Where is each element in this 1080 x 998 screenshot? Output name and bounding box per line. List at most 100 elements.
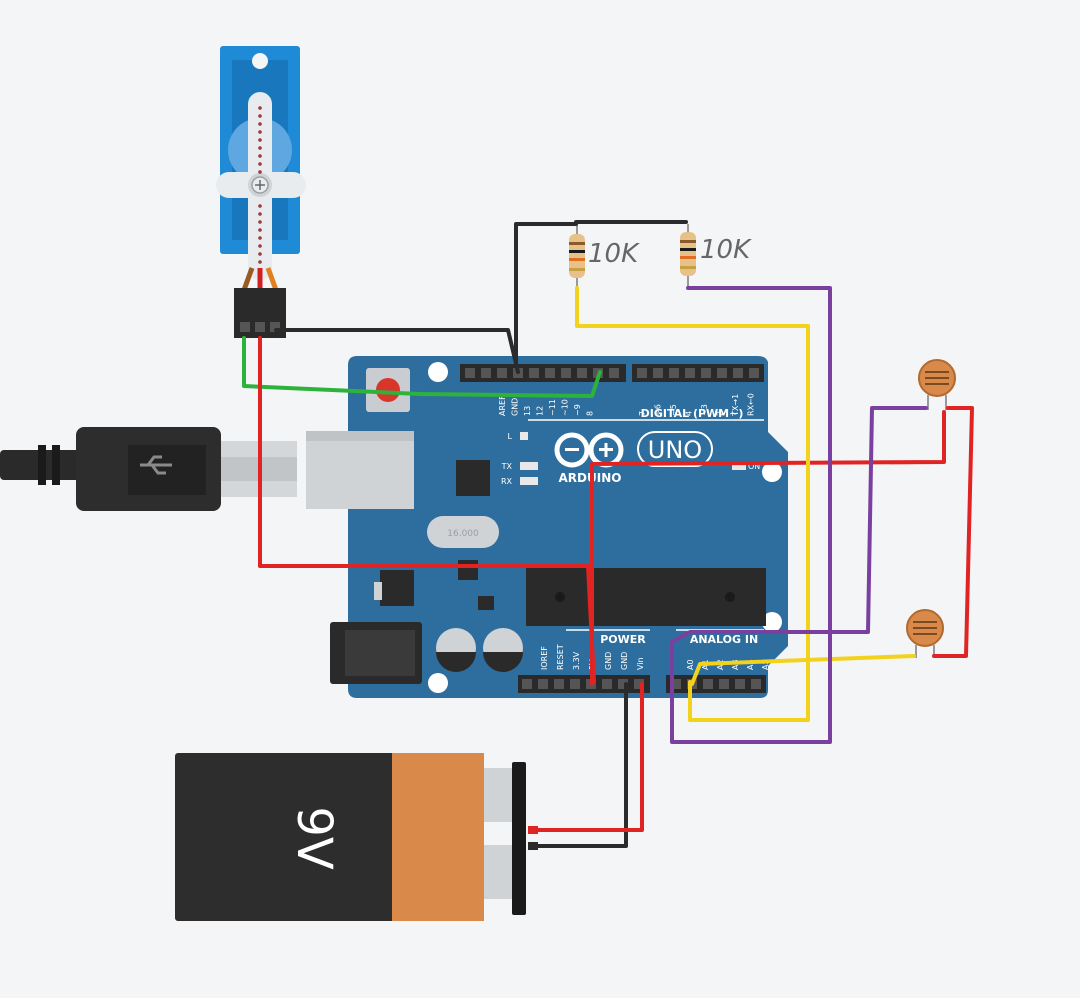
led-l-label: L bbox=[508, 432, 513, 441]
usb-interface-chip bbox=[456, 460, 490, 496]
wire-purple[interactable] bbox=[670, 286, 928, 744]
mount-hole bbox=[428, 673, 448, 693]
pin-label: RX←0 bbox=[747, 393, 756, 416]
pin-label: 3.3V bbox=[572, 651, 581, 670]
usb-trident-icon bbox=[140, 455, 172, 475]
capacitor bbox=[436, 628, 476, 672]
pin-label: ~11 bbox=[548, 399, 557, 416]
pin-label: GND bbox=[511, 398, 520, 416]
pin-label: 7 bbox=[638, 411, 647, 416]
photoresistor[interactable] bbox=[918, 359, 956, 410]
resistor[interactable] bbox=[569, 224, 585, 288]
pin-label: 12 bbox=[536, 406, 545, 416]
pin-socket[interactable] bbox=[522, 679, 532, 689]
regulator-tab bbox=[374, 582, 382, 600]
pin-socket[interactable] bbox=[634, 679, 644, 689]
wire-black[interactable] bbox=[530, 682, 628, 848]
svg-text:16.000: 16.000 bbox=[447, 529, 479, 539]
pin-label: A3 bbox=[731, 659, 740, 670]
resistor-label: 10K bbox=[700, 235, 752, 265]
resistor[interactable] bbox=[680, 224, 696, 288]
pin-socket[interactable] bbox=[701, 368, 711, 378]
pin-label: A4 bbox=[746, 659, 755, 670]
pin-socket[interactable] bbox=[554, 679, 564, 689]
mount-hole bbox=[428, 362, 448, 382]
pin-socket[interactable] bbox=[671, 679, 681, 689]
pin-socket[interactable] bbox=[481, 368, 491, 378]
pin-label: RESET bbox=[556, 644, 565, 670]
pin-socket[interactable] bbox=[751, 679, 761, 689]
pin-label: 13 bbox=[523, 406, 532, 416]
power-header-label: POWER bbox=[600, 633, 646, 646]
pin-socket[interactable] bbox=[685, 368, 695, 378]
pin-socket[interactable] bbox=[609, 368, 619, 378]
wire-yellow[interactable] bbox=[575, 286, 810, 722]
pin-socket[interactable] bbox=[545, 368, 555, 378]
resistor-label: 10K bbox=[588, 239, 640, 269]
led-tx bbox=[520, 462, 538, 470]
battery-9v[interactable]: 9V bbox=[175, 753, 526, 921]
pin-socket[interactable] bbox=[577, 368, 587, 378]
photoresistor[interactable] bbox=[906, 609, 944, 658]
pin-label: A5 bbox=[761, 659, 770, 670]
power-header bbox=[518, 675, 650, 693]
pin-socket[interactable] bbox=[529, 368, 539, 378]
pin-label: ~10 bbox=[561, 399, 570, 416]
pin-label: ~9 bbox=[573, 404, 582, 416]
pin-socket[interactable] bbox=[570, 679, 580, 689]
pin-socket[interactable] bbox=[733, 368, 743, 378]
wire-red[interactable] bbox=[530, 682, 644, 832]
usb-port bbox=[306, 431, 414, 509]
pin-socket[interactable] bbox=[653, 368, 663, 378]
pin-socket[interactable] bbox=[497, 368, 507, 378]
mount-hole bbox=[762, 462, 782, 482]
pin-label: TX→1 bbox=[731, 394, 740, 417]
capacitor bbox=[483, 628, 523, 672]
voltage-regulator bbox=[380, 570, 414, 606]
pin-label: A0 bbox=[686, 659, 695, 670]
wire-green[interactable] bbox=[242, 336, 602, 398]
wire-yellow[interactable] bbox=[690, 654, 916, 686]
pin-socket[interactable] bbox=[749, 368, 759, 378]
led-tx-label: TX bbox=[501, 462, 513, 471]
pin-label: AREF bbox=[498, 395, 507, 416]
pin-label: 4 bbox=[685, 411, 694, 416]
wire-red[interactable] bbox=[590, 410, 946, 686]
pin-label: 8 bbox=[586, 411, 595, 416]
smd-transistor bbox=[478, 596, 494, 610]
reset-button[interactable] bbox=[366, 368, 410, 412]
uno-badge: UNO bbox=[637, 431, 713, 467]
pin-socket[interactable] bbox=[602, 679, 612, 689]
usb-cable[interactable] bbox=[0, 427, 297, 511]
pin-socket[interactable] bbox=[719, 679, 729, 689]
pin-socket[interactable] bbox=[561, 368, 571, 378]
servo-leads bbox=[241, 267, 279, 291]
servo-motor[interactable] bbox=[216, 46, 306, 280]
pin-label: GND bbox=[604, 652, 613, 670]
battery-label: 9V bbox=[286, 806, 342, 870]
pin-label: 2 bbox=[716, 411, 725, 416]
svg-text:UNO: UNO bbox=[648, 436, 702, 464]
pin-socket[interactable] bbox=[538, 679, 548, 689]
crystal-oscillator: 16.000 bbox=[427, 516, 499, 548]
digital-header-label: DIGITAL (PWM~) bbox=[641, 407, 744, 420]
wire-red[interactable] bbox=[932, 406, 974, 658]
pin-label: IOREF bbox=[540, 646, 549, 670]
pin-socket[interactable] bbox=[703, 679, 713, 689]
analog-header-label: ANALOG IN bbox=[690, 633, 758, 646]
pin-socket[interactable] bbox=[735, 679, 745, 689]
atmega328-chip bbox=[526, 568, 766, 626]
pin-socket[interactable] bbox=[618, 679, 628, 689]
pin-socket[interactable] bbox=[637, 368, 647, 378]
led-rx-label: RX bbox=[501, 477, 513, 486]
pin-socket[interactable] bbox=[669, 368, 679, 378]
pin-socket[interactable] bbox=[717, 368, 727, 378]
wire-black[interactable] bbox=[514, 222, 578, 366]
led-rx bbox=[520, 477, 538, 485]
led-on-label: ON bbox=[748, 462, 760, 471]
dc-power-jack bbox=[330, 622, 422, 684]
battery-lead-minus bbox=[528, 842, 538, 850]
smd-component bbox=[458, 560, 478, 580]
pin-socket[interactable] bbox=[465, 368, 475, 378]
